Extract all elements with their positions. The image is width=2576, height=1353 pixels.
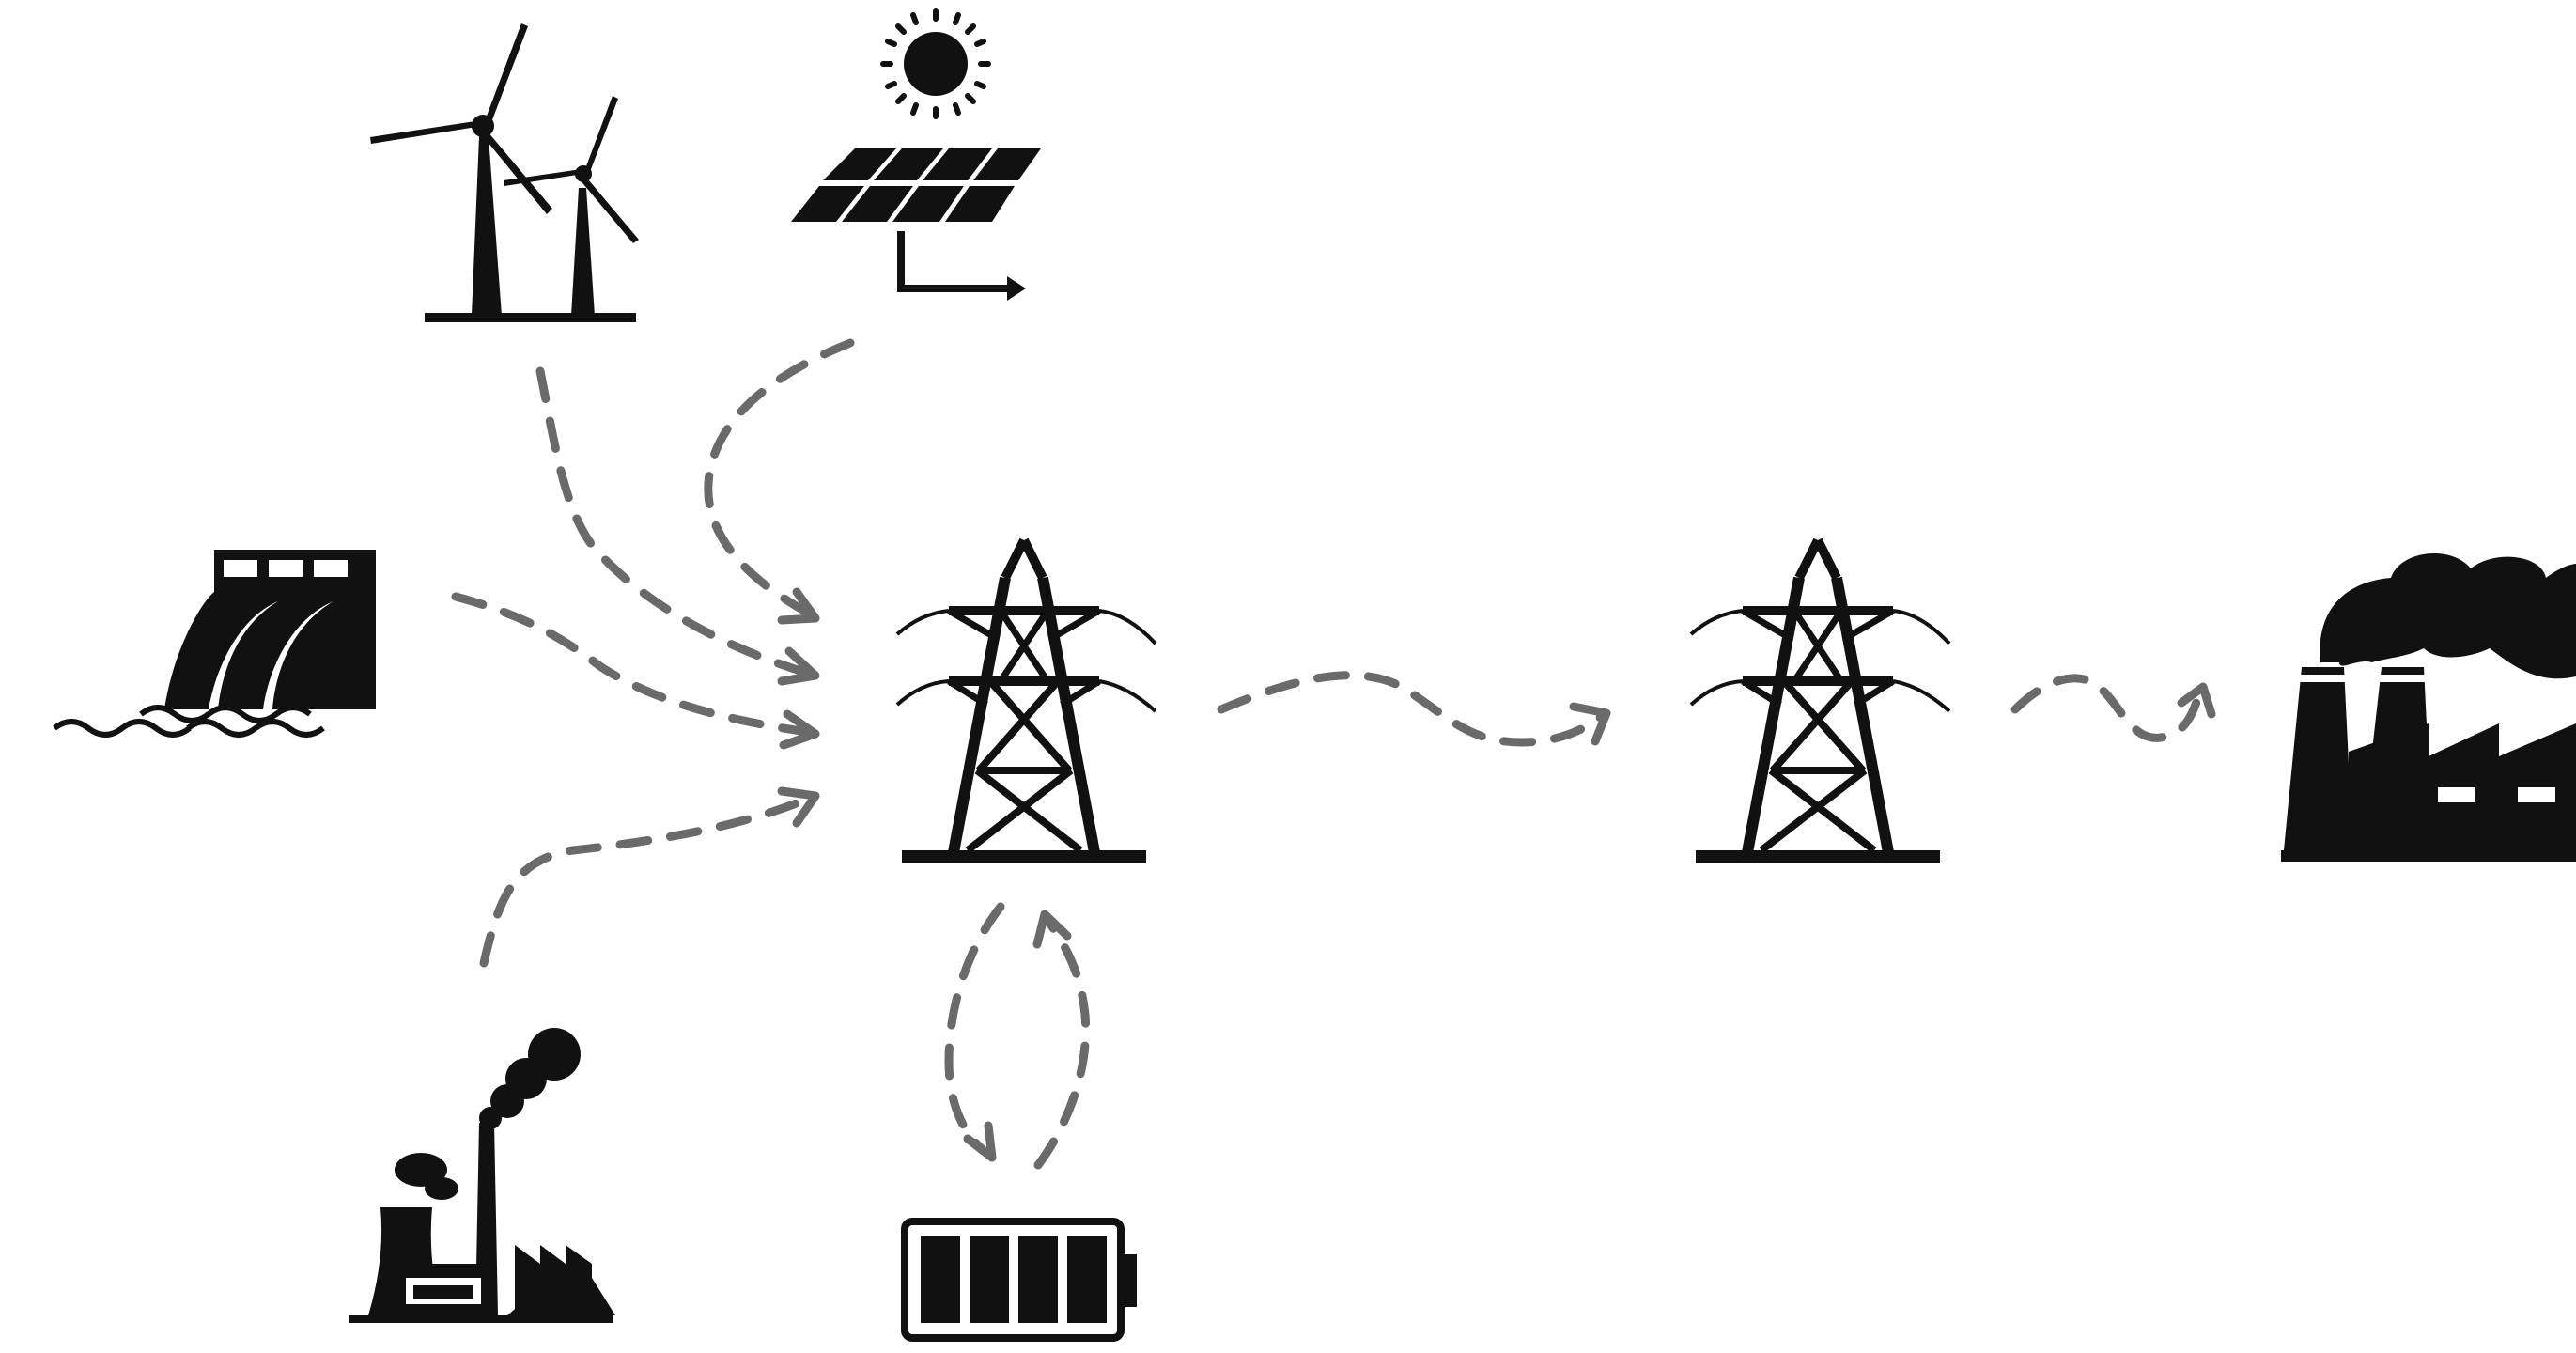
hydro-dam-icon [53,550,376,738]
thermal-power-plant-icon [349,1028,615,1323]
flow-battery-to-grid-arrow [1033,911,1091,1170]
flow-thermal-to-grid-arrowhead [777,786,820,828]
factory-icon [2281,552,2576,862]
wind-turbines-icon [370,23,639,322]
flow-grid-to-battery-arrow [944,902,1005,1160]
transmission-tower-b-icon [1691,540,1949,863]
solar-panel-icon [791,8,1041,301]
flow-solar-to-grid-arrow [704,338,855,620]
flow-solar-to-grid-arrowhead [777,587,820,625]
flow-battery-to-grid-arrowhead [1032,910,1072,949]
flow-arrows [451,338,2216,1170]
flow-grid-to-battery-arrowhead [963,1121,997,1162]
flow-grid-to-factory-arrowhead [2177,682,2216,719]
flow-grid-to-grid-arrowhead [1569,702,1611,746]
transmission-tower-a-icon [897,540,1156,863]
flow-grid-to-grid-arrow [1217,671,1609,747]
flow-wind-to-grid-arrowhead [777,646,820,686]
flow-wind-to-grid-arrow [535,366,817,679]
flow-thermal-to-grid-arrow [479,792,817,968]
flow-hydro-to-grid-arrow [451,592,817,738]
flow-grid-to-factory-arrow [2010,674,2206,742]
battery-storage-icon [901,1218,1137,1342]
flow-hydro-to-grid-arrowhead [779,709,820,750]
